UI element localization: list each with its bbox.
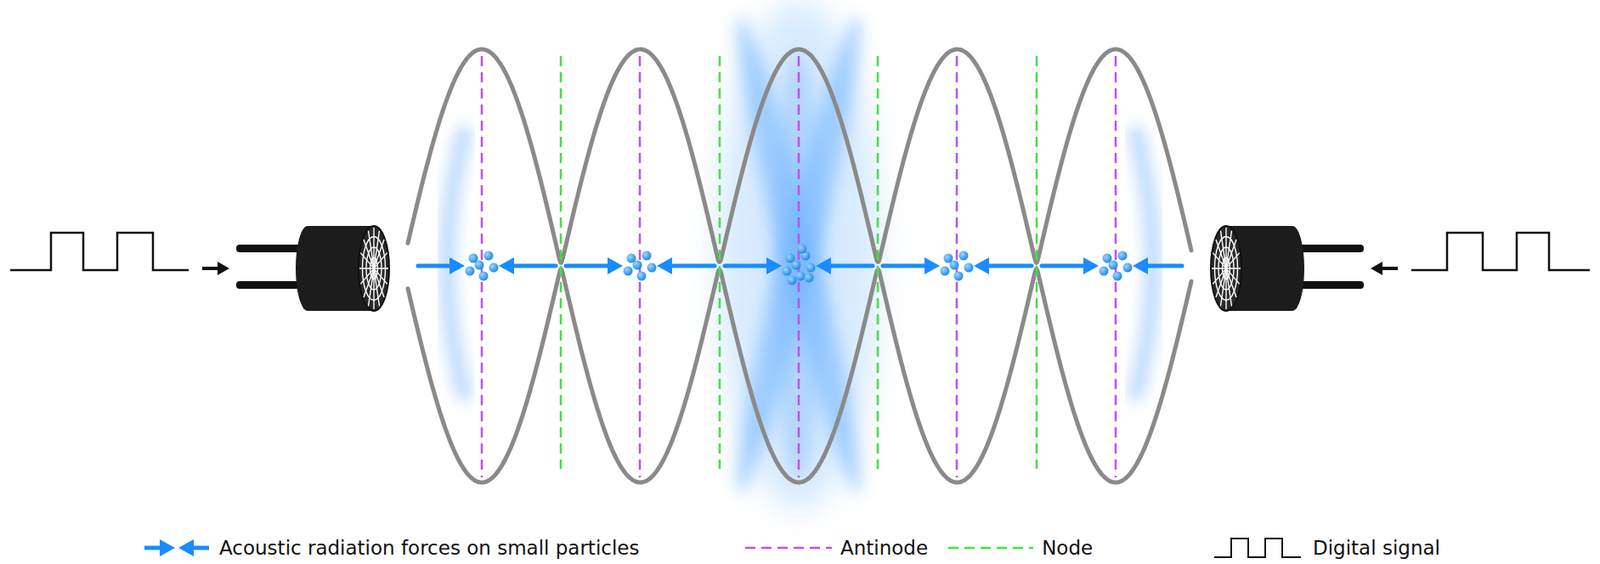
particle [489,263,499,273]
particle [959,251,969,261]
force-arrow [1144,264,1182,269]
particle [804,273,815,283]
legend-entry: Antinode [745,535,928,561]
legend-entry: Acoustic radiation forces on small parti… [142,535,639,561]
pressure-glow [447,0,1154,510]
particle [1118,251,1128,261]
force-arrowhead [973,257,990,275]
standing-wave [407,49,1192,483]
particle [642,251,652,261]
force-arrowhead [449,257,465,275]
particle [797,244,808,255]
force-arrowhead [498,257,515,275]
node-line [718,56,722,470]
force-arrow [565,264,611,269]
particle [782,266,792,277]
particle [1099,266,1109,277]
legend-label: Node [1041,538,1093,559]
force-arrow [668,264,715,269]
legend-label: Acoustic radiation forces on small parti… [219,538,639,559]
particle [637,271,647,282]
force-arrow [985,264,1032,269]
force-arrow [1041,264,1087,269]
force-arrow [418,264,453,269]
particle [954,271,964,282]
legend-sample [142,535,211,561]
node-line [1035,56,1039,470]
particle [484,251,494,261]
particle [791,260,802,271]
particle [796,271,806,282]
particle [940,266,950,277]
particle [806,263,816,273]
force-arrowhead [656,257,673,275]
node-line [559,56,563,470]
legend-label: Digital signal [1312,538,1441,559]
legend-entry: Node [948,535,1093,561]
particle [949,260,960,271]
legend-sample [948,535,1034,561]
force-arrow [882,264,928,269]
force-arrowhead [924,257,940,275]
force-arrowhead [1083,257,1099,275]
force-arrowhead [1132,257,1148,275]
right-transducer [1210,226,1590,311]
node-antinode-lines [481,56,1116,478]
force-arrowhead [766,257,782,275]
particle [787,276,798,286]
node-line [876,56,880,470]
particle [964,263,974,273]
particle-clusters [465,244,1133,286]
particle [647,263,657,273]
left-transducer [10,226,390,311]
force-arrowhead [815,257,832,275]
legend-label: Antinode [840,538,928,559]
legend-sample [745,535,832,561]
particle [1123,263,1133,273]
legend-sample [1212,535,1305,561]
force-arrow [724,264,770,269]
force-arrowhead [607,257,623,275]
particle [1113,271,1123,282]
legend-entry: Digital signal [1212,535,1441,561]
particle [1108,260,1119,271]
particle [474,260,485,271]
particle [479,271,489,282]
particle [623,266,634,277]
particle [633,260,643,271]
force-arrow [827,264,873,269]
force-arrow [510,264,556,269]
particle [465,266,475,277]
